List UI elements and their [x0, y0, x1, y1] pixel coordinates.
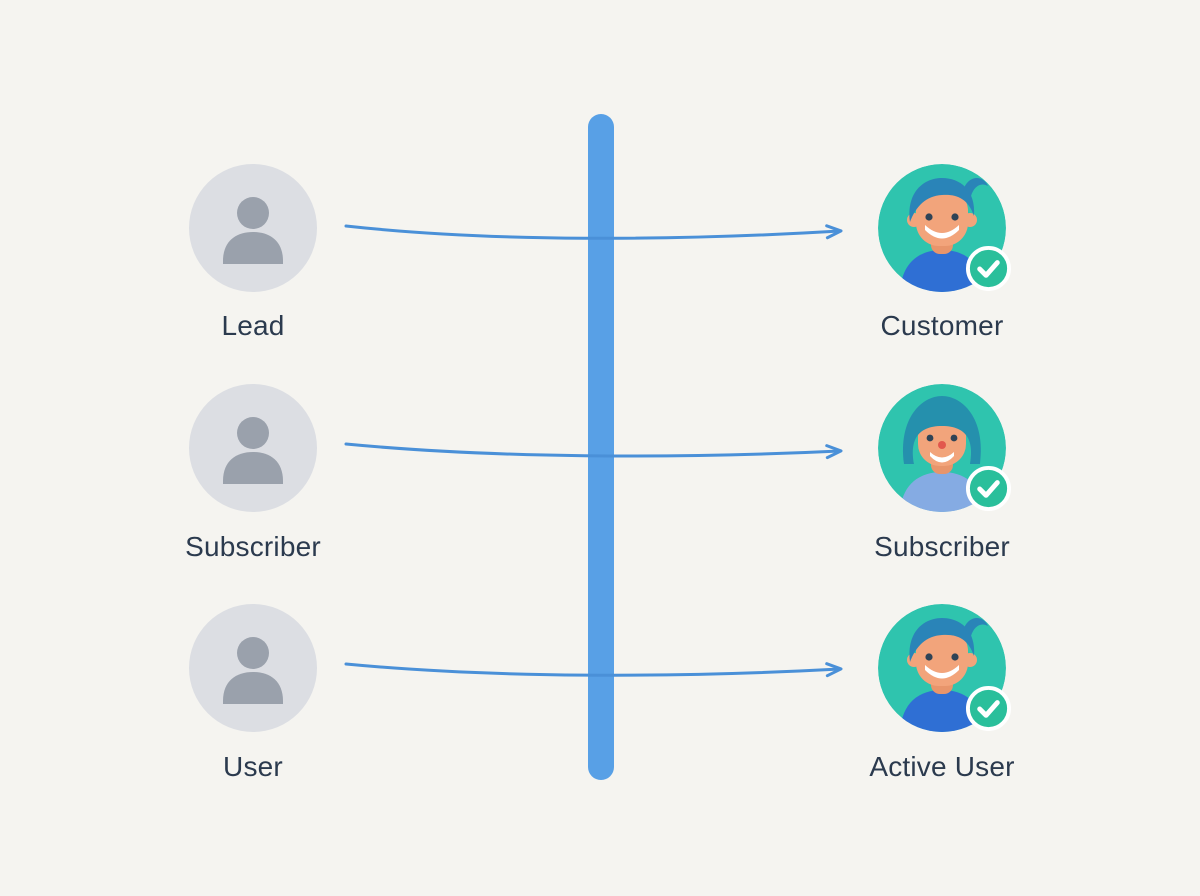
active-user-avatar [878, 604, 1012, 732]
user-avatar [189, 604, 317, 732]
check-badge [965, 685, 1012, 732]
arrow-lead-to-customer [344, 224, 843, 240]
lead-avatar [189, 164, 317, 292]
person-placeholder-icon [189, 604, 317, 732]
person-placeholder-icon [189, 164, 317, 292]
active-subscriber-label: Subscriber [874, 531, 1010, 562]
check-icon [965, 685, 1012, 732]
arrow-subscriber-to-subscriber [344, 442, 843, 460]
customer-label: Customer [880, 310, 1004, 341]
person-placeholder-icon [189, 384, 317, 512]
active-user-label: Active User [869, 751, 1015, 782]
check-badge [965, 465, 1012, 512]
subscriber-avatar [189, 384, 317, 512]
check-icon [965, 245, 1012, 292]
lead-label: Lead [221, 310, 285, 341]
customer-avatar [878, 164, 1012, 292]
check-icon [965, 465, 1012, 512]
user-label: User [223, 751, 283, 782]
active-subscriber-avatar [878, 384, 1012, 512]
arrow-user-to-active-user [344, 662, 843, 678]
check-badge [965, 245, 1012, 292]
divider-bar [588, 114, 614, 780]
subscriber-label: Subscriber [185, 531, 321, 562]
